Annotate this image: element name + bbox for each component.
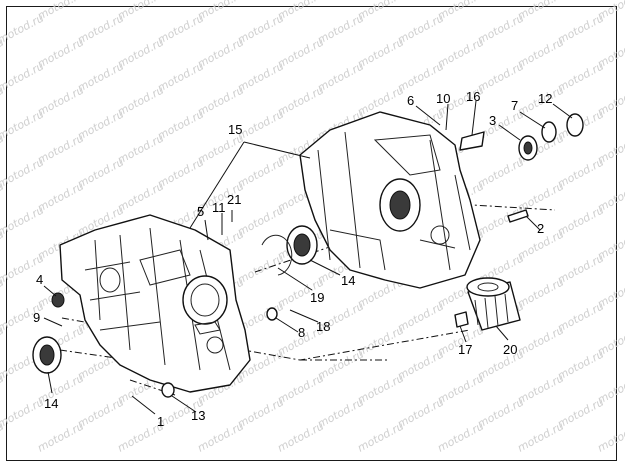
watermark-text: motod.ru [275, 419, 326, 454]
callout-14-right: 14 [341, 273, 355, 288]
callout-13: 13 [191, 408, 205, 423]
callout-10: 10 [436, 91, 450, 106]
watermark-text: motod.ru [355, 419, 406, 454]
watermark-text: motod.ru [435, 419, 486, 454]
callout-3: 3 [489, 113, 496, 128]
callout-9: 9 [33, 310, 40, 325]
watermark-text: motod.ru [0, 59, 46, 94]
callout-17: 17 [458, 342, 472, 357]
watermark-text: motod.ru [0, 11, 46, 46]
callout-5: 5 [197, 204, 204, 219]
bearing-14-left [32, 336, 62, 374]
diagram-frame [6, 6, 617, 461]
callout-21: 21 [227, 192, 241, 207]
oil-filter-20 [466, 277, 521, 331]
left-crankcase-half [59, 214, 251, 393]
right-crankcase-half [299, 111, 481, 289]
plate-16 [459, 131, 485, 151]
callout-12: 12 [538, 91, 552, 106]
circlip-19 [261, 234, 293, 276]
seal-3 [518, 135, 538, 161]
watermark-text: motod.ru [0, 203, 46, 238]
watermark-text: motod.ru [0, 107, 46, 142]
watermark-text: motod.ru [35, 419, 86, 454]
callout-labels: 1 2 3 4 5 6 7 8 9 10 11 12 13 14 14 15 1… [33, 89, 552, 429]
callout-14-left: 14 [44, 396, 58, 411]
ring-7 [541, 121, 557, 143]
callout-20: 20 [503, 342, 517, 357]
watermark-text: motod.ru [0, 395, 46, 430]
callout-1: 1 [157, 414, 164, 429]
callout-16: 16 [466, 89, 480, 104]
callout-11: 11 [212, 200, 226, 215]
callout-7: 7 [511, 98, 518, 113]
callout-19: 19 [310, 290, 324, 305]
bearing-14-right [286, 225, 318, 265]
watermark-text: motod.ru [595, 419, 625, 454]
callout-18: 18 [316, 319, 330, 334]
plug-13 [161, 382, 175, 398]
watermark-text: motod.ru [0, 0, 6, 23]
leader-lines [43, 100, 573, 415]
watermark-text: motod.ru [0, 155, 46, 190]
callout-15: 15 [228, 122, 242, 137]
fitting-17 [454, 311, 469, 328]
callout-4: 4 [36, 272, 43, 287]
seal-4 [51, 292, 65, 308]
dowel-2 [507, 209, 529, 223]
callout-2: 2 [537, 221, 544, 236]
watermark-text: motod.ru [515, 419, 566, 454]
callout-6: 6 [407, 93, 414, 108]
cap-12 [566, 113, 584, 137]
watermark-text: motod.ru [195, 419, 246, 454]
dowel-8 [266, 307, 278, 321]
callout-8: 8 [298, 325, 305, 340]
